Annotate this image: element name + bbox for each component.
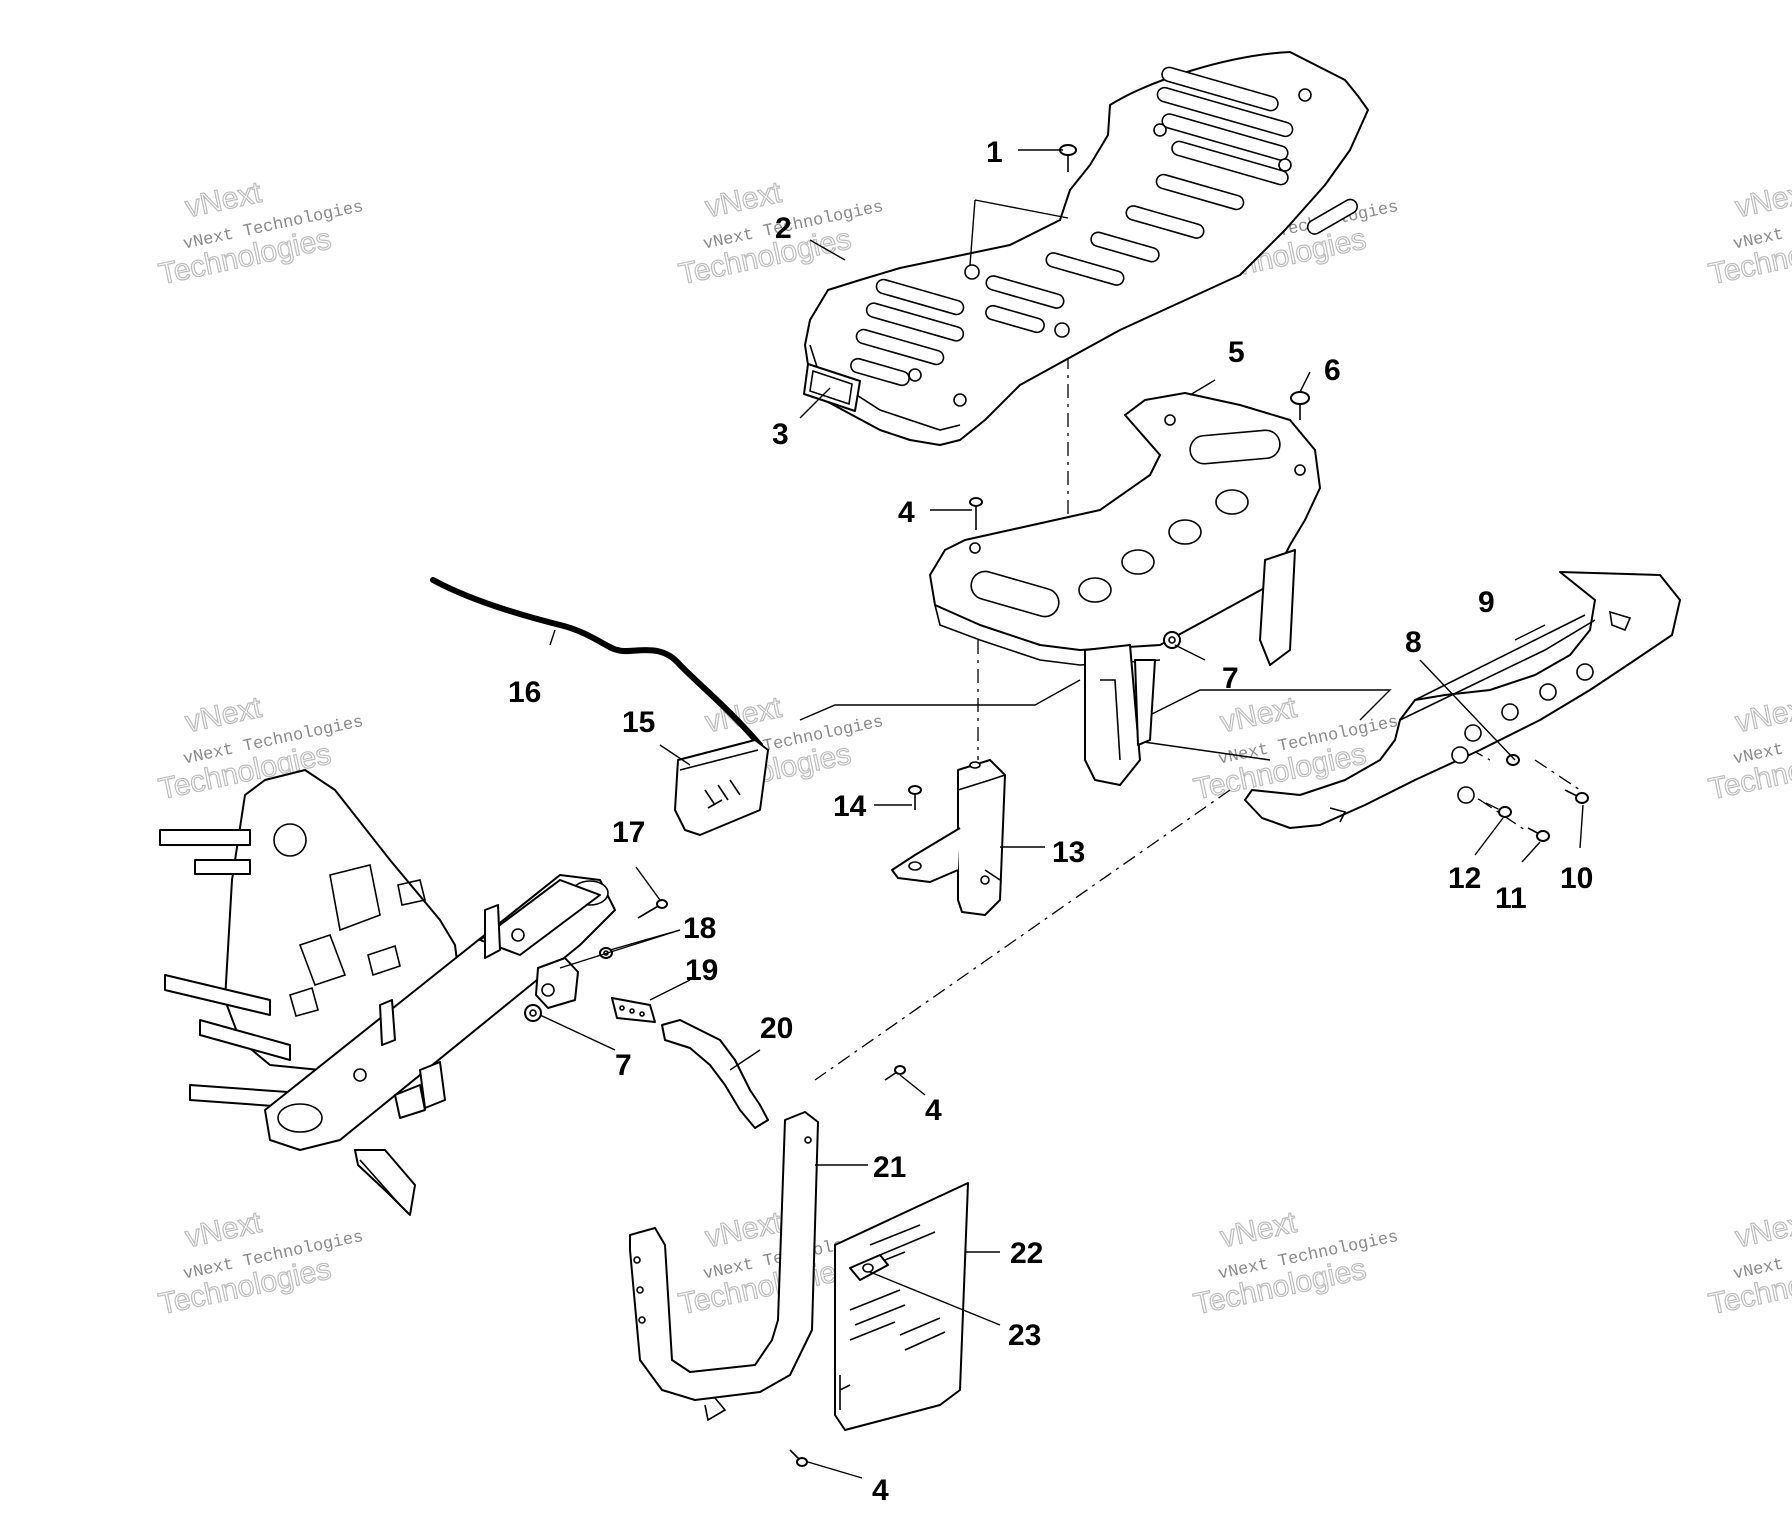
svg-text:vNext: vNext — [182, 176, 265, 224]
callout-3: 3 — [772, 418, 789, 451]
post-bracket — [891, 759, 1006, 916]
callout-1: 1 — [986, 136, 1003, 169]
callout-5: 5 — [1228, 336, 1245, 369]
callout-20: 20 — [760, 1012, 793, 1045]
watermark-edge: vNext vNext Technologies Technologies — [1705, 175, 1792, 292]
wire-harness — [430, 577, 763, 748]
hitch-bolt — [637, 899, 668, 919]
mud-flap — [834, 1182, 969, 1431]
svg-text:vNext: vNext — [1217, 1206, 1300, 1254]
svg-text:vNext: vNext — [1732, 691, 1792, 739]
watermark: vNext vNext Technologies Technologies — [1190, 1205, 1400, 1322]
nut-upper — [1163, 631, 1181, 649]
mud-flap-frame — [629, 1111, 819, 1422]
callout-6: 6 — [1324, 354, 1341, 387]
callout-11: 11 — [1495, 882, 1527, 915]
bushing-19 — [611, 997, 656, 1023]
bumper-fasteners — [1498, 754, 1589, 842]
watermark-edge: vNext vNext Technologies Technologies — [1705, 1205, 1792, 1322]
callout-21: 21 — [873, 1151, 906, 1184]
callout-13: 13 — [1052, 836, 1085, 869]
callout-16: 16 — [508, 676, 541, 709]
fastener-4-bottom — [789, 1449, 808, 1467]
chassis-frame — [159, 769, 616, 1216]
fastener-14 — [908, 785, 922, 810]
fastener-4-middle — [884, 1065, 906, 1081]
callout-leaders — [539, 149, 1584, 1479]
spacer-block — [535, 957, 579, 1009]
hitch-arm — [661, 1019, 769, 1129]
callout-labels: 1 2 3 4 5 6 7 8 9 10 11 12 13 14 15 16 1… — [508, 136, 1593, 1507]
svg-text:vNext: vNext — [182, 1206, 265, 1254]
nut-lower — [524, 1004, 542, 1022]
screw — [1059, 144, 1077, 172]
support-bracket — [929, 392, 1321, 786]
callout-22: 22 — [1010, 1237, 1043, 1270]
bumper — [1244, 571, 1681, 829]
rack-plate — [804, 51, 1369, 446]
callout-8: 8 — [1405, 626, 1422, 659]
callout-18: 18 — [683, 912, 716, 945]
callout-12: 12 — [1448, 862, 1481, 895]
fastener-4-top — [969, 497, 983, 530]
watermark: vNext vNext Technologies Technologies — [155, 175, 365, 292]
svg-text:vNext: vNext — [182, 691, 265, 739]
callout-4-top: 4 — [898, 496, 915, 529]
callout-9: 9 — [1478, 586, 1495, 619]
svg-text:vNext: vNext — [702, 1206, 785, 1254]
callout-23: 23 — [1008, 1319, 1041, 1352]
watermark: vNext vNext Technologies Technologies — [155, 1205, 365, 1322]
flap-washer-23 — [849, 1254, 889, 1281]
callout-4-bottom: 4 — [872, 1474, 889, 1507]
svg-text:vNext: vNext — [1217, 691, 1300, 739]
callout-10: 10 — [1560, 862, 1593, 895]
svg-text:vNext: vNext — [702, 176, 785, 224]
callout-2: 2 — [775, 212, 792, 245]
callout-17: 17 — [612, 816, 645, 849]
callout-7-lower: 7 — [615, 1049, 632, 1082]
callout-19: 19 — [685, 954, 718, 987]
reflector — [803, 363, 861, 412]
svg-text:vNext: vNext — [1732, 1206, 1792, 1254]
callout-4-middle: 4 — [925, 1094, 942, 1127]
callout-7-upper: 7 — [1222, 662, 1239, 695]
tail-light — [674, 739, 769, 836]
callout-14: 14 — [833, 790, 867, 823]
watermark-edge: vNext vNext Technologies Technologies — [1705, 690, 1792, 807]
fastener-6 — [1290, 391, 1310, 420]
rack-slots — [850, 66, 1358, 407]
callout-15: 15 — [622, 706, 655, 739]
svg-text:vNext: vNext — [1732, 176, 1792, 224]
